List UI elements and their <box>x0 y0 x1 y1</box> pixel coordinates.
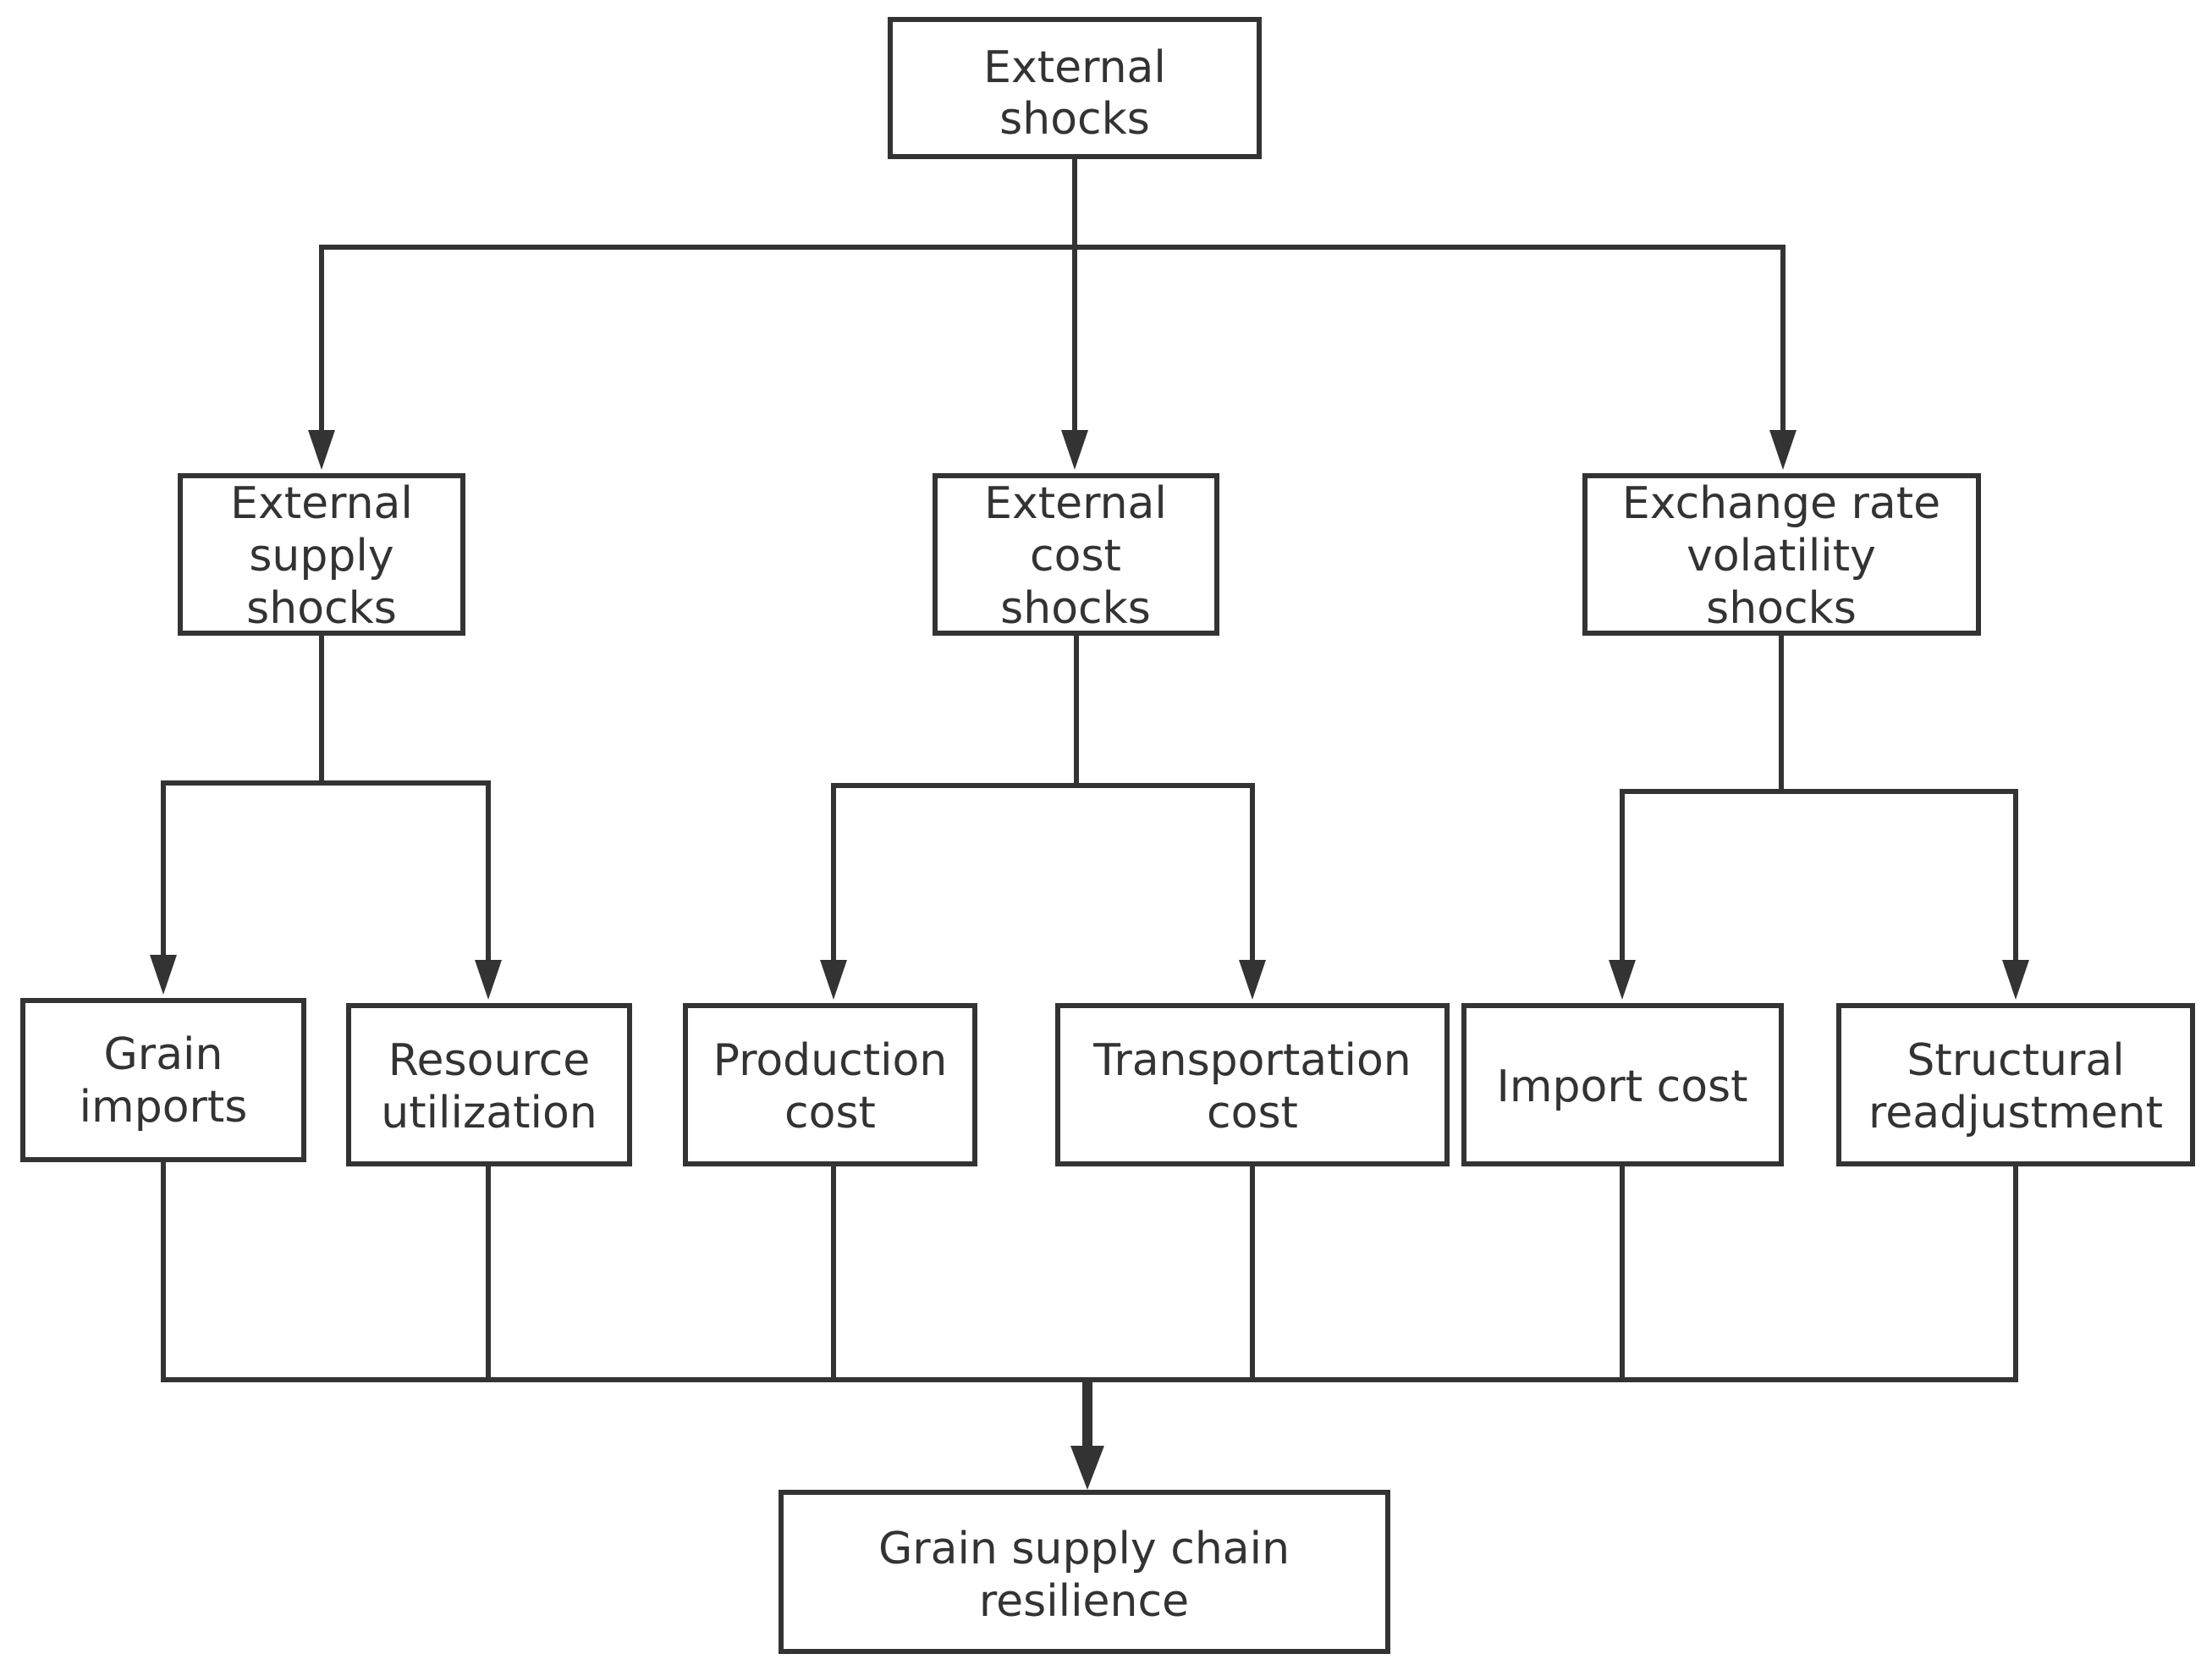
node-grain-supply-chain-resilience: Grain supply chain resilience <box>779 1490 1390 1654</box>
node-label-line: volatility <box>1687 531 1876 582</box>
arrow-to-supply <box>308 430 335 470</box>
node-label-line: resilience <box>979 1576 1189 1627</box>
arrow-to-production-cost <box>820 960 847 1000</box>
arrow-to-resource-utilization <box>475 960 502 1000</box>
node-production-cost: Production cost <box>683 1003 977 1166</box>
node-label-line: Structural <box>1907 1035 2124 1086</box>
node-label-line: Grain <box>104 1029 223 1080</box>
node-label-line: readjustment <box>1868 1088 2163 1138</box>
node-structural-readjustment: Structural readjustment <box>1836 1003 2195 1166</box>
node-label-line: shocks <box>1706 583 1857 634</box>
node-label-line: imports <box>80 1082 248 1133</box>
node-exchange-rate-volatility-shocks: Exchange rate volatility shocks <box>1582 473 1981 636</box>
node-label-line: Exchange rate <box>1622 478 1940 529</box>
arrow-to-structural-readjustment <box>2002 960 2029 1000</box>
node-grain-imports: Grain imports <box>20 998 306 1162</box>
node-label-line: External <box>983 42 1166 93</box>
node-label-line: supply <box>249 531 393 582</box>
node-external-supply-shocks: External supply shocks <box>178 473 465 636</box>
node-label-line: Resource <box>388 1035 590 1086</box>
node-label-line: cost <box>1030 531 1121 582</box>
node-label-line: shocks <box>246 583 397 634</box>
node-label-line: shocks <box>1000 583 1151 634</box>
node-label-line: External <box>984 478 1167 529</box>
node-label-line: Grain supply chain <box>878 1524 1290 1574</box>
arrow-to-exchange <box>1769 430 1797 470</box>
node-label-line: Production <box>713 1035 948 1086</box>
arrow-to-cost <box>1061 430 1088 470</box>
node-label-line: cost <box>1207 1088 1298 1138</box>
node-label-line: Import cost <box>1497 1061 1748 1112</box>
node-external-shocks: External shocks <box>888 17 1262 159</box>
node-transportation-cost: Transportation cost <box>1055 1003 1450 1166</box>
node-label-line: External <box>230 478 413 529</box>
node-label-line: Transportation <box>1092 1035 1411 1086</box>
arrow-to-import-cost <box>1609 960 1636 1000</box>
node-import-cost: Import cost <box>1461 1003 1784 1166</box>
node-label-line: utilization <box>381 1088 597 1138</box>
arrow-to-grain-imports <box>150 955 177 995</box>
node-label-line: shocks <box>999 94 1150 145</box>
node-external-cost-shocks: External cost shocks <box>933 473 1219 636</box>
arrow-to-transportation-cost <box>1239 960 1266 1000</box>
node-label-line: cost <box>784 1088 876 1138</box>
node-resource-utilization: Resource utilization <box>346 1003 632 1166</box>
arrow-to-resilience <box>1070 1446 1104 1490</box>
